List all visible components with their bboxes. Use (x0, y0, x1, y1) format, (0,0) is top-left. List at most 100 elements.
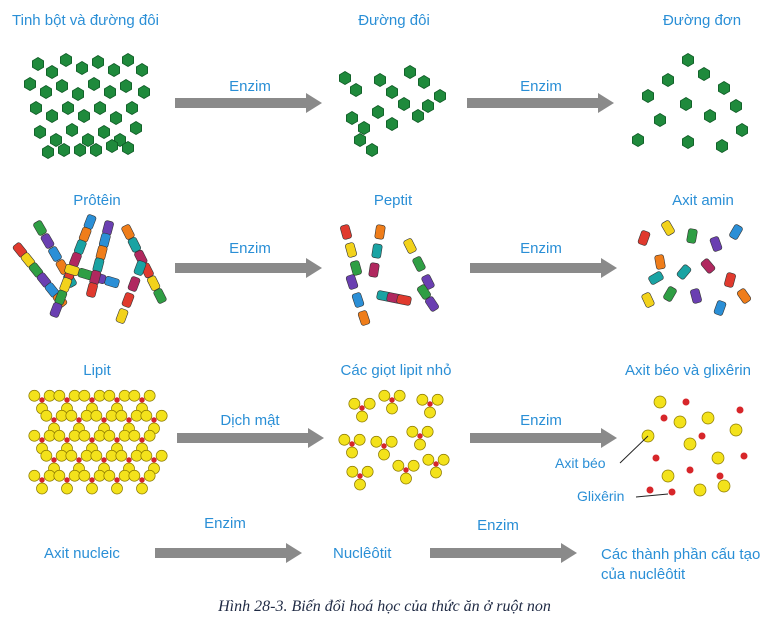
lipid-droplet-6-link (357, 473, 363, 479)
fatty-acid-5 (711, 451, 725, 465)
leader-fatty-acid (619, 435, 649, 464)
lipid-droplet-0-link (359, 405, 365, 411)
lipid-mass-4-2-a (78, 469, 91, 482)
lipid-mass-2-1-link (64, 437, 70, 443)
lipid-droplet-4-link (381, 443, 387, 449)
lipid-droplet-8-c (430, 466, 442, 479)
fatty-acid-0 (653, 395, 667, 409)
stage-label-nucleotide: Nuclêôtit (333, 545, 392, 562)
lipid-mass-1-2-a (90, 409, 103, 422)
fatty-acid-6 (661, 469, 675, 483)
lipid-mass-2-4-link (139, 437, 145, 443)
sugar-disaccharide-11 (385, 117, 399, 131)
amino-protein-b-1 (40, 233, 55, 249)
sugar-monosaccharide-5 (680, 97, 692, 111)
sugar-starch-19 (78, 109, 90, 123)
lipid-mass-3-4-a (140, 449, 153, 462)
amino-free-11 (690, 288, 702, 304)
lipid-droplet-3-a (338, 433, 351, 446)
amino-peptide-c-1 (371, 243, 383, 259)
sugar-monosaccharide-10 (736, 123, 748, 137)
leader-glycerol (635, 493, 669, 498)
amino-peptide-f-0 (417, 284, 431, 300)
amino-protein-f-5 (153, 288, 167, 304)
sugar-starch-35 (122, 141, 135, 155)
sugar-monosaccharide-4 (642, 89, 654, 103)
sugar-disaccharide-10 (371, 105, 385, 119)
stage-label-lipid: Lipit (83, 362, 111, 379)
lipid-droplet-1-a (378, 389, 391, 402)
sugar-starch-18 (62, 101, 74, 115)
lipid-mass-1-1-link (76, 417, 82, 423)
lipid-droplet-7-link (403, 467, 409, 473)
sugar-starch-5 (108, 63, 120, 77)
glycerol-3 (698, 432, 706, 440)
lipid-mass-3-3-a (115, 449, 128, 462)
arrow-label-row2-b: Enzim (520, 240, 562, 257)
stage-label-nucleotide-components: Các thành phần cấu tạo của nuclêôtit (601, 546, 761, 583)
lipid-mass-3-1-a (65, 449, 78, 462)
lipid-mass-2-3-a (103, 429, 116, 442)
lipid-mass-2-4-a (128, 429, 141, 442)
lipid-mass-1-2-link (101, 417, 107, 423)
lipid-mass-4-1-c (61, 482, 73, 495)
sugar-monosaccharide-2 (662, 73, 674, 87)
lipid-mass-0-1-a (53, 389, 66, 402)
sugar-disaccharide-6 (421, 99, 435, 113)
lipid-mass-4-4-a (128, 469, 141, 482)
sugar-starch-30 (42, 145, 54, 159)
amino-peptide-f-1 (425, 296, 439, 312)
sugar-disaccharide-2 (373, 73, 387, 87)
sugar-monosaccharide-8 (654, 113, 666, 127)
lipid-mass-2-4-b (143, 429, 156, 442)
glycerol-7 (646, 486, 654, 494)
amino-protein-e-5 (86, 282, 98, 298)
lipid-droplet-7-c (400, 472, 412, 485)
stage-label-fatty-acid-glycerol: Axit béo và glixêrin (625, 362, 751, 379)
amino-free-8 (724, 272, 736, 288)
lipid-droplet-2-c (424, 406, 436, 419)
stage-label-amino-acid: Axit amin (672, 192, 734, 209)
lipid-droplet-3-c (346, 446, 358, 459)
amino-peptide-a-1 (345, 242, 357, 258)
lipid-mass-4-3-a (103, 469, 116, 482)
sugar-monosaccharide-12 (716, 139, 728, 153)
sugar-starch-32 (74, 143, 86, 157)
sugar-starch-13 (104, 85, 116, 99)
sugar-disaccharide-3 (385, 85, 399, 99)
amino-peptide-a-2 (350, 260, 362, 276)
lipid-droplet-1-c (386, 402, 398, 415)
sugar-starch-34 (106, 139, 118, 153)
amino-free-7 (700, 258, 716, 274)
glycerol-5 (740, 452, 748, 460)
lipid-mass-1-4-b (155, 409, 168, 422)
lipid-droplet-0-a (348, 397, 361, 410)
arrow-row1-b (467, 93, 614, 113)
lipid-mass-1-0-link (51, 417, 57, 423)
amino-protein-f-4 (146, 275, 161, 291)
sugar-disaccharide-12 (397, 97, 411, 111)
arrow-row2-b (470, 258, 617, 278)
sugar-starch-29 (129, 121, 143, 135)
lipid-droplet-5-a (406, 425, 419, 438)
glycerol-6 (686, 466, 694, 474)
lipid-mass-0-1-link (64, 397, 70, 403)
lipid-mass-0-4-b (143, 389, 156, 402)
lipid-droplet-2-a (416, 393, 429, 406)
fatty-acid-2 (729, 423, 743, 437)
arrow-row4-b (430, 543, 577, 563)
lipid-mass-4-4-b (143, 469, 156, 482)
amino-free-12 (713, 300, 727, 316)
lipid-mass-2-1-a (53, 429, 66, 442)
sugar-starch-14 (120, 79, 133, 93)
sugar-starch-24 (50, 133, 62, 147)
sugar-starch-10 (56, 79, 68, 93)
amino-protein-g-0 (133, 260, 147, 276)
sugar-disaccharide-0 (338, 71, 352, 85)
lipid-mass-2-3-link (114, 437, 120, 443)
lipid-droplet-4-a (370, 435, 383, 448)
lipid-droplet-3-b (353, 433, 366, 446)
sugar-starch-1 (46, 65, 58, 79)
sugar-starch-9 (40, 85, 52, 99)
